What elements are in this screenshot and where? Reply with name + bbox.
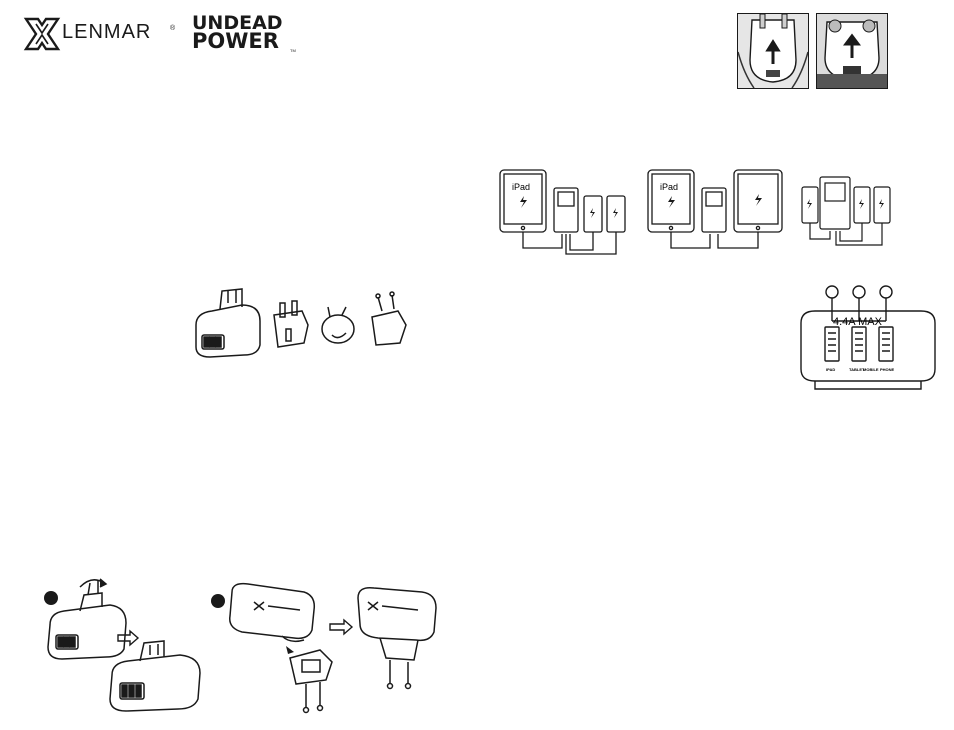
lenmar-logo: LENMAR ® — [22, 15, 182, 53]
registered-mark: ® — [170, 25, 175, 32]
lightning-icon — [859, 199, 864, 209]
step2-illustration — [208, 580, 448, 720]
charging-config-1: iPad — [498, 168, 630, 263]
tablet-icon — [734, 170, 782, 232]
usb-port-2 — [852, 327, 866, 361]
arrow-right-icon — [330, 620, 352, 634]
lightning-icon — [520, 196, 527, 208]
charger-body-icon — [196, 289, 260, 357]
lightning-icon — [590, 208, 595, 218]
step2-marker-icon — [211, 594, 225, 608]
ipad-label: iPad — [512, 182, 530, 192]
charging-config-3 — [800, 175, 892, 255]
lightning-icon — [879, 199, 884, 209]
lightning-icon — [613, 208, 618, 218]
adapter-photo-1 — [737, 13, 809, 89]
eu-adapter-icon — [372, 292, 406, 345]
port-label-mobile: MOBILE — [863, 367, 879, 372]
port-callout-3-icon — [880, 286, 892, 298]
lenmar-wordmark: LENMAR — [62, 21, 151, 44]
charger-with-adapters-illustration — [192, 285, 414, 360]
port-label-ipad: IPAD — [826, 367, 835, 372]
usb-port-diagram: 4.4A MAX IPAD TABLET MOBILE PHONE — [793, 283, 943, 393]
step1-illustration — [40, 575, 210, 715]
au-adapter-icon — [322, 307, 354, 343]
uk-adapter-icon — [274, 301, 308, 347]
undead-power-logo: UNDEAD POWER TM — [190, 12, 300, 54]
lightning-icon — [807, 199, 812, 209]
arrow-right-icon — [118, 631, 138, 645]
max-current-label: 4.4A MAX — [833, 316, 883, 328]
usb-port-3 — [879, 327, 893, 361]
port-callout-2-icon — [853, 286, 865, 298]
ipad-label: iPad — [660, 182, 678, 192]
power-wordmark-text: POWER — [192, 29, 279, 53]
adapter-photo-2 — [816, 13, 888, 89]
charging-config-2: iPad — [646, 168, 786, 263]
lightning-icon — [668, 196, 675, 208]
port-callout-1-icon — [826, 286, 838, 298]
lightning-icon — [755, 194, 762, 206]
port-label-phone: PHONE — [880, 367, 895, 372]
trademark-mark: TM — [290, 48, 296, 53]
usb-port-1 — [825, 327, 839, 361]
step1-marker-icon — [44, 591, 58, 605]
arrow-up-left-icon — [286, 646, 294, 654]
